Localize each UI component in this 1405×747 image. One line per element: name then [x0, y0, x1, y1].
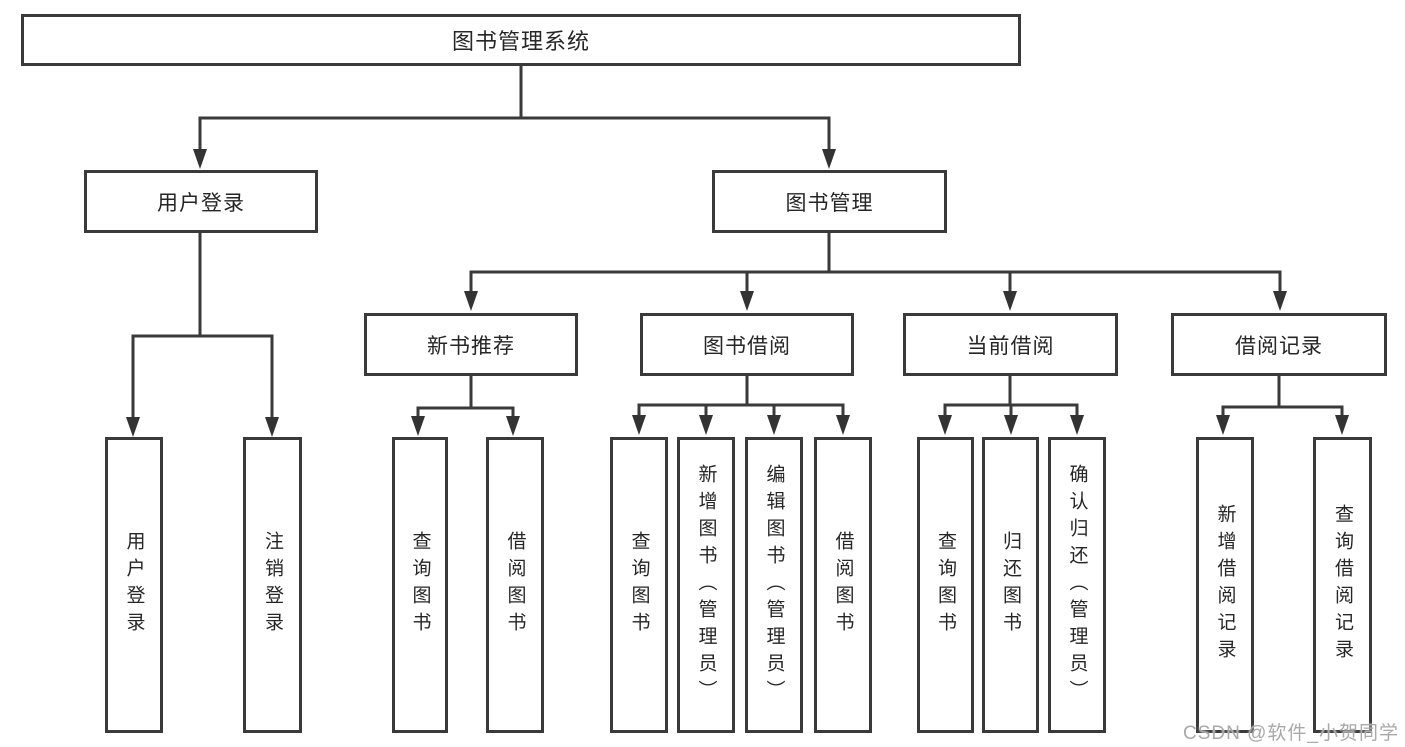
leaf-query-borrow-record: 查询借阅记录 [1313, 437, 1372, 733]
leaf-query-book-recommend: 查询图书 [392, 437, 448, 733]
arrowheads [126, 149, 1349, 437]
leaf-query-book-current-label: 查询图书 [935, 531, 956, 639]
leaf-add-borrow-record: 新增借阅记录 [1196, 437, 1254, 733]
node-book-management-label: 图书管理 [785, 191, 874, 215]
leaf-logout: 注销登录 [243, 437, 302, 733]
leaf-edit-book-admin: 编辑图书（管理员） [745, 437, 803, 733]
node-new-book-recommend: 新书推荐 [364, 313, 578, 376]
leaf-borrow-book-recommend-label: 借阅图书 [504, 531, 526, 639]
leaf-user-login-label: 用户登录 [123, 531, 145, 639]
leaf-borrow-book: 借阅图书 [814, 437, 872, 733]
leaf-user-login: 用户登录 [105, 437, 163, 733]
leaf-add-borrow-record-label: 新增借阅记录 [1214, 504, 1236, 666]
leaf-add-book-admin: 新增图书（管理员） [677, 437, 735, 733]
node-new-book-recommend-label: 新书推荐 [427, 334, 515, 358]
leaf-query-borrow-record-label: 查询借阅记录 [1332, 504, 1353, 666]
leaf-logout-label: 注销登录 [262, 531, 283, 639]
csdn-watermark: CSDN @软件_小贺同学 [1183, 723, 1399, 744]
node-current-borrow-label: 当前借阅 [966, 334, 1055, 358]
node-book-borrow-label: 图书借阅 [703, 334, 791, 358]
leaf-confirm-return-admin: 确认归还（管理员） [1048, 437, 1106, 733]
node-root-label: 图书管理系统 [451, 29, 590, 54]
leaf-query-book-borrow-label: 查询图书 [628, 531, 650, 639]
leaf-edit-book-admin-label: 编辑图书（管理员） [763, 463, 785, 707]
leaf-query-book-borrow: 查询图书 [610, 437, 668, 733]
node-book-management: 图书管理 [712, 170, 947, 233]
node-user-login: 用户登录 [84, 170, 318, 233]
node-book-borrow: 图书借阅 [640, 313, 854, 376]
leaf-query-book-current: 查询图书 [917, 437, 974, 733]
leaf-confirm-return-admin-label: 确认归还（管理员） [1066, 463, 1088, 707]
leaf-return-book: 归还图书 [982, 437, 1039, 733]
node-root: 图书管理系统 [21, 14, 1021, 66]
leaf-query-book-recommend-label: 查询图书 [409, 531, 431, 639]
leaf-borrow-book-recommend: 借阅图书 [486, 437, 544, 733]
leaf-return-book-label: 归还图书 [1000, 531, 1021, 639]
connector-lines [131, 66, 1344, 417]
node-current-borrow: 当前借阅 [903, 313, 1118, 376]
node-borrow-record: 借阅记录 [1171, 313, 1387, 376]
node-borrow-record-label: 借阅记录 [1235, 334, 1323, 358]
node-user-login-label: 用户登录 [157, 191, 245, 215]
leaf-borrow-book-label: 借阅图书 [832, 531, 854, 639]
leaf-add-book-admin-label: 新增图书（管理员） [695, 463, 717, 707]
